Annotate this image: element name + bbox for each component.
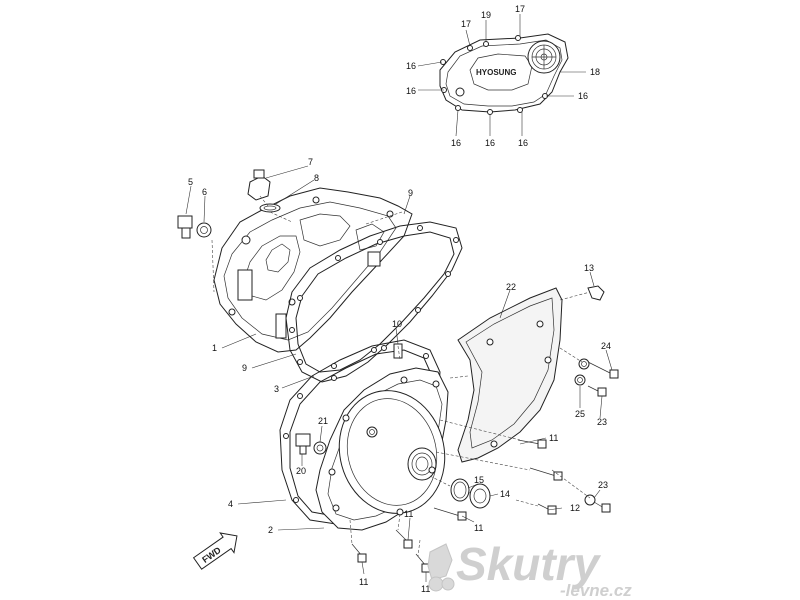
- callout: 19: [481, 10, 491, 20]
- bracket-13: [587, 285, 605, 301]
- callout: 17: [461, 19, 471, 29]
- callout: 4: [228, 499, 233, 509]
- callout: 11: [359, 577, 368, 587]
- washers-25: [574, 358, 590, 386]
- callout: 11: [404, 509, 413, 519]
- o-ring-8: [259, 203, 281, 213]
- bolt-24: [587, 361, 619, 379]
- oil-filler-cap: [247, 169, 271, 201]
- bolt-23-lower: [584, 494, 611, 513]
- callout: 11: [549, 433, 558, 443]
- washer-21: [313, 441, 327, 455]
- callout: 3: [274, 384, 279, 394]
- o-ring-15: [450, 478, 470, 502]
- clutch-outer-cover: HYOSUNG: [439, 33, 569, 115]
- callout-labels: 17 19 17 16 18 16 16 16 16 16 7 5 6 8 9 …: [188, 4, 611, 594]
- callout: 11: [421, 584, 430, 594]
- cap-plug-14: [469, 483, 491, 509]
- alignment-lines: [211, 195, 591, 557]
- callout: 20: [296, 466, 306, 476]
- callout: 23: [598, 480, 608, 490]
- callout: 8: [314, 173, 319, 183]
- callout: 16: [451, 138, 461, 148]
- cover-brand-text: HYOSUNG: [476, 68, 516, 77]
- watermark-brand: Skutry: [456, 538, 602, 590]
- callout: 9: [242, 363, 247, 373]
- callout: 11: [474, 523, 483, 533]
- callout: 9: [408, 188, 413, 198]
- callout: 16: [406, 61, 416, 71]
- callout: 16: [578, 91, 588, 101]
- watermark-logo: Skutry -levne.cz: [427, 538, 632, 600]
- bolt-23: [587, 385, 607, 397]
- callout: 14: [500, 489, 510, 499]
- callout: 17: [515, 4, 525, 14]
- watermark-site: -levne.cz: [560, 581, 632, 600]
- callout: 12: [570, 503, 580, 513]
- callout: 16: [518, 138, 528, 148]
- callout: 1: [212, 343, 217, 353]
- callout: 5: [188, 177, 193, 187]
- callout: 18: [590, 67, 600, 77]
- bolt-20: [295, 433, 311, 455]
- callout: 24: [601, 341, 611, 351]
- callout: 6: [202, 187, 207, 197]
- callout: 7: [308, 157, 313, 167]
- gasket-outer: [285, 221, 463, 383]
- callout: 16: [406, 86, 416, 96]
- callout: 22: [506, 282, 516, 292]
- crankcase-right-cover: [315, 367, 449, 531]
- callout: 2: [268, 525, 273, 535]
- callout: 23: [597, 417, 607, 427]
- washer-6: [196, 222, 212, 238]
- drain-bolt-5: [177, 215, 193, 239]
- callout: 13: [584, 263, 594, 273]
- fwd-arrow: FWD: [192, 532, 238, 570]
- crankcase-left: [213, 187, 413, 353]
- callout: 15: [474, 475, 484, 485]
- callout: 25: [575, 409, 585, 419]
- callout: 16: [485, 138, 495, 148]
- callout: 10: [392, 319, 402, 329]
- cover-plate: [457, 287, 563, 463]
- leader-lines: [185, 14, 613, 582]
- callout: 21: [318, 416, 328, 426]
